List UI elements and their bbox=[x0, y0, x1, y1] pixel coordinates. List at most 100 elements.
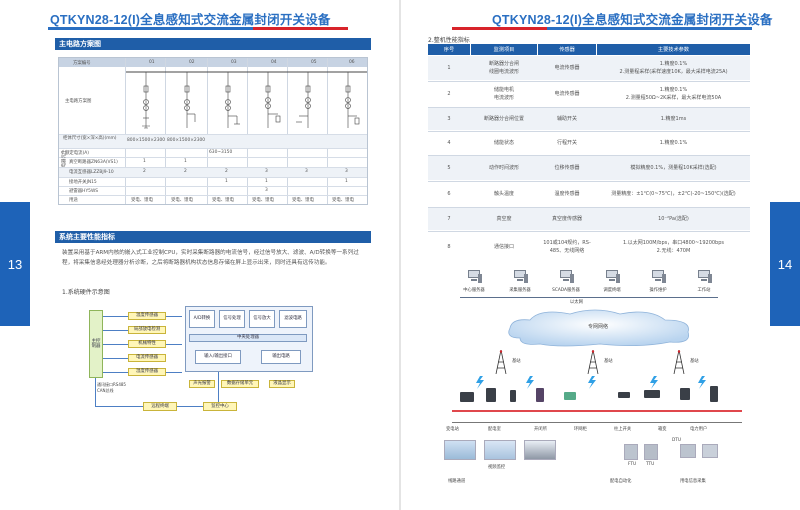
spec-cell-sensor: 真空度传感器 bbox=[551, 216, 582, 222]
diagram-top-box: A/D转换 bbox=[189, 310, 215, 328]
scheme-cell: 2 bbox=[184, 169, 187, 174]
diagram-io: 输出电路 bbox=[261, 350, 301, 364]
scheme-no: 05 bbox=[311, 60, 317, 65]
spec-header: 序号 bbox=[428, 44, 470, 55]
device-icon bbox=[618, 392, 630, 398]
photo-thumb bbox=[524, 440, 556, 460]
net-node-label: 采集服务器 bbox=[509, 288, 531, 293]
site-label: 开闭所 bbox=[534, 427, 547, 432]
net-node-label: 操作维护 bbox=[649, 288, 667, 293]
diagram-sensor: 湿度传感器 bbox=[128, 368, 166, 376]
scheme-row-current: 额定电流(A) bbox=[65, 151, 89, 156]
site-label: 电力用户 bbox=[690, 427, 708, 432]
diagram-center: 监控中心 bbox=[203, 402, 237, 411]
net-node-label: 中心服务器 bbox=[463, 288, 485, 293]
diagram-bottom-box: 声光报警 bbox=[189, 380, 215, 388]
spec-cell-no: 7 bbox=[447, 216, 451, 222]
device-icon bbox=[644, 444, 658, 460]
diagram-note: 通讯接口RS485 CAN总线 bbox=[97, 382, 126, 393]
diagram-top-box: 滤波电路 bbox=[279, 310, 307, 328]
phone-icon bbox=[510, 390, 516, 402]
scheme-current-note: 630~3150 bbox=[209, 150, 233, 155]
scheme-no: 03 bbox=[231, 60, 237, 65]
scheme-cell: 1 bbox=[225, 179, 228, 184]
scheme-cell: 1 bbox=[143, 159, 146, 164]
spec-cell-sensor: 101或104规约，RS-485、无线网络 bbox=[543, 240, 591, 254]
base-station-icon bbox=[495, 350, 507, 374]
cloud-label: 专网网络 bbox=[588, 324, 609, 330]
site-label: 箱变 bbox=[658, 427, 667, 432]
photo-caption: 用电信息采集 bbox=[680, 479, 706, 484]
spec-cell-sensor: 温度传感器 bbox=[554, 191, 580, 197]
spec-cell-item: 真空度 bbox=[496, 216, 512, 222]
spec-cell-params: 1.精度0.1%2.测量程采样(采样速度10K，最大采样电流25A) bbox=[619, 61, 728, 75]
spec-row: 4 储能状态 行程开关 1.精度0.1% bbox=[428, 132, 750, 154]
computer-icon bbox=[604, 270, 620, 286]
base-station-icon bbox=[587, 350, 599, 374]
scheme-row-dims: 柜体尺寸(宽×深×高)(mm) bbox=[63, 136, 117, 141]
spec-cell-params: 1.精度0.1% bbox=[659, 140, 688, 146]
server-icon bbox=[558, 270, 574, 286]
title-rule-left bbox=[48, 27, 348, 30]
scheme-cell: 1 bbox=[265, 179, 268, 184]
tower-label: 基站 bbox=[690, 359, 699, 364]
page-gutter bbox=[399, 0, 401, 510]
scheme-cell: 受电、馈电 bbox=[252, 198, 274, 203]
diagram-sensor: 电流传感器 bbox=[128, 354, 166, 362]
net-node-label: 调度终端 bbox=[603, 288, 621, 293]
spec-header: 主要技术参数 bbox=[597, 44, 750, 55]
scheme-cell: 受电、馈电 bbox=[292, 198, 314, 203]
spec-row: 1 断路器分合闸线圈电流波形 电流传感器 1.精度0.1%2.测量程采样(采样速… bbox=[428, 56, 750, 80]
scheme-no: 04 bbox=[271, 60, 277, 65]
spec-cell-item: 动作时间波形 bbox=[488, 165, 519, 171]
scheme-no: 01 bbox=[149, 60, 155, 65]
device-icon bbox=[624, 444, 638, 460]
scheme-row-label: 避雷器HY5WS bbox=[69, 189, 99, 194]
spec-title: 2.整机性能指标 bbox=[428, 37, 470, 44]
spec-cell-no: 3 bbox=[447, 116, 451, 122]
site-label: 环网柜 bbox=[574, 427, 587, 432]
spec-row: 2 储能电机电流波形 电流传感器 1.精度0.1%2.测量程50Ω~2K采样，最… bbox=[428, 82, 750, 106]
spec-cell-params: 测量精度：±1℃(0~75℃)，±2℃(-20~150℃)(选配) bbox=[611, 191, 736, 197]
spec-cell-item: 储能电机电流波形 bbox=[493, 87, 514, 101]
spec-row: 8 通信接口 101或104规约，RS-485、无线网络 1.以太网100M/b… bbox=[428, 232, 750, 262]
scheme-cell: 2 bbox=[143, 169, 146, 174]
spec-cell-item: 储能状态 bbox=[493, 140, 514, 146]
tower-label: 基站 bbox=[604, 359, 613, 364]
scheme-cell: 1 bbox=[345, 179, 348, 184]
tower-label: 基站 bbox=[512, 359, 521, 364]
spec-cell-no: 2 bbox=[447, 91, 451, 97]
scheme-cell: 3 bbox=[345, 169, 348, 174]
network-diagram: 中心服务器 采集服务器 SCADA服务器 调度终端 操作维护 工作站 以太网 专… bbox=[440, 268, 750, 498]
wireless-links bbox=[476, 376, 706, 389]
spec-cell-sensor: 电流传感器 bbox=[554, 91, 580, 97]
base-station-icon bbox=[673, 350, 685, 374]
scheme-heading: 主电路方案图 bbox=[55, 38, 371, 50]
spec-cell-no: 1 bbox=[447, 65, 451, 71]
feeder-line bbox=[452, 422, 742, 423]
scheme-row-label: 用途 bbox=[69, 198, 78, 203]
device-tag: DTU bbox=[672, 438, 682, 443]
photo-caption: 配电自动化 bbox=[610, 479, 632, 484]
page-number-right: 14 bbox=[770, 202, 800, 326]
scheme-cell: 3 bbox=[265, 188, 268, 193]
system-subtitle: 1.系统硬件示意图 bbox=[62, 289, 110, 296]
diagram-top-box: 信号处理 bbox=[219, 310, 245, 328]
spec-cell-sensor: 行程开关 bbox=[556, 140, 577, 146]
device-tag: FTU bbox=[628, 462, 637, 467]
diagram-top-box: 信号放大 bbox=[249, 310, 275, 328]
spec-cell-no: 4 bbox=[447, 140, 451, 146]
device-icon bbox=[564, 392, 576, 400]
device-tag: TTU bbox=[646, 462, 655, 467]
site-label: 变电站 bbox=[446, 427, 459, 432]
photo-thumb bbox=[444, 440, 476, 460]
spec-cell-params: 10⁻²Pa(选配) bbox=[658, 216, 689, 222]
scheme-row-label: 真空断路器ZN63A(VS1) bbox=[69, 160, 118, 165]
spec-cell-sensor: 位移传感器 bbox=[554, 165, 580, 171]
diagram-bottom-box: 数据存储单元 bbox=[221, 380, 259, 388]
net-node-label: SCADA服务器 bbox=[552, 288, 580, 293]
device-icon bbox=[460, 392, 474, 402]
diagram-sensor: 机械特性 bbox=[128, 340, 166, 348]
doc-title-left: QTKYN28-12(I)全息感知式交流金属封闭开关设备 bbox=[50, 13, 331, 27]
computer-icon bbox=[650, 270, 666, 286]
